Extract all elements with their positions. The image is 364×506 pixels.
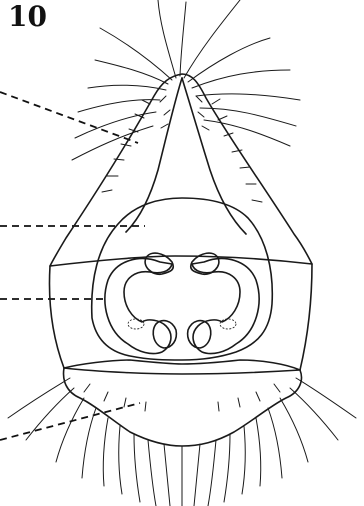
posterior-setae <box>8 378 356 506</box>
plate-outline <box>50 264 312 374</box>
leader-line-1 <box>0 92 138 143</box>
posterior-plate-top <box>64 360 300 370</box>
apical-triangle <box>50 74 312 266</box>
median-cleft <box>126 78 182 232</box>
posterior-plate <box>64 368 302 446</box>
pore-right <box>220 319 236 329</box>
posterior-inner-setae <box>84 384 280 411</box>
spermatheca-left <box>105 259 172 354</box>
spermatheca-right <box>192 259 259 354</box>
pore-left <box>128 319 144 329</box>
apical-setae <box>72 0 300 160</box>
